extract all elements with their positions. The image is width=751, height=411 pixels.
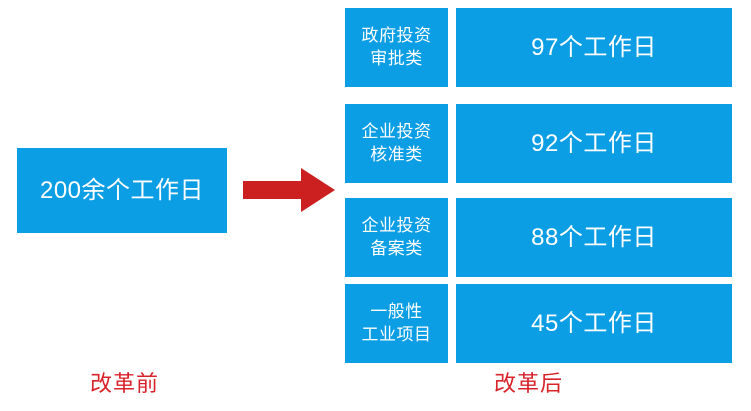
category-line-1: 一般性 [370, 302, 423, 322]
value-cell: 45个工作日 [456, 284, 732, 363]
right-arrow-icon [243, 168, 335, 212]
after-reform-grid: 政府投资 审批类 97个工作日 企业投资 核准类 92个工作日 企业投资 备案类… [345, 8, 732, 363]
table-row: 企业投资 备案类 88个工作日 [345, 198, 732, 277]
value-cell: 88个工作日 [456, 198, 732, 277]
category-line-2: 备案类 [370, 238, 423, 258]
table-row: 一般性 工业项目 45个工作日 [345, 284, 732, 363]
category-cell: 一般性 工业项目 [345, 284, 448, 363]
value-cell: 92个工作日 [456, 104, 732, 183]
before-reform-caption: 改革前 [90, 371, 160, 396]
before-reform-block: 200余个工作日 [17, 148, 227, 233]
before-reform-value: 200余个工作日 [39, 176, 205, 204]
category-line-1: 企业投资 [361, 122, 432, 142]
category-line-1: 企业投资 [361, 216, 432, 236]
category-cell: 企业投资 备案类 [345, 198, 448, 277]
table-row: 企业投资 核准类 92个工作日 [345, 104, 732, 183]
category-line-2: 工业项目 [361, 324, 432, 344]
category-cell: 政府投资 审批类 [345, 8, 448, 87]
category-line-1: 政府投资 [361, 26, 432, 46]
category-cell: 企业投资 核准类 [345, 104, 448, 183]
table-row: 政府投资 审批类 97个工作日 [345, 8, 732, 87]
category-line-2: 核准类 [370, 144, 423, 164]
after-reform-caption: 改革后 [494, 371, 564, 396]
value-cell: 97个工作日 [456, 8, 732, 87]
category-line-2: 审批类 [370, 48, 423, 68]
